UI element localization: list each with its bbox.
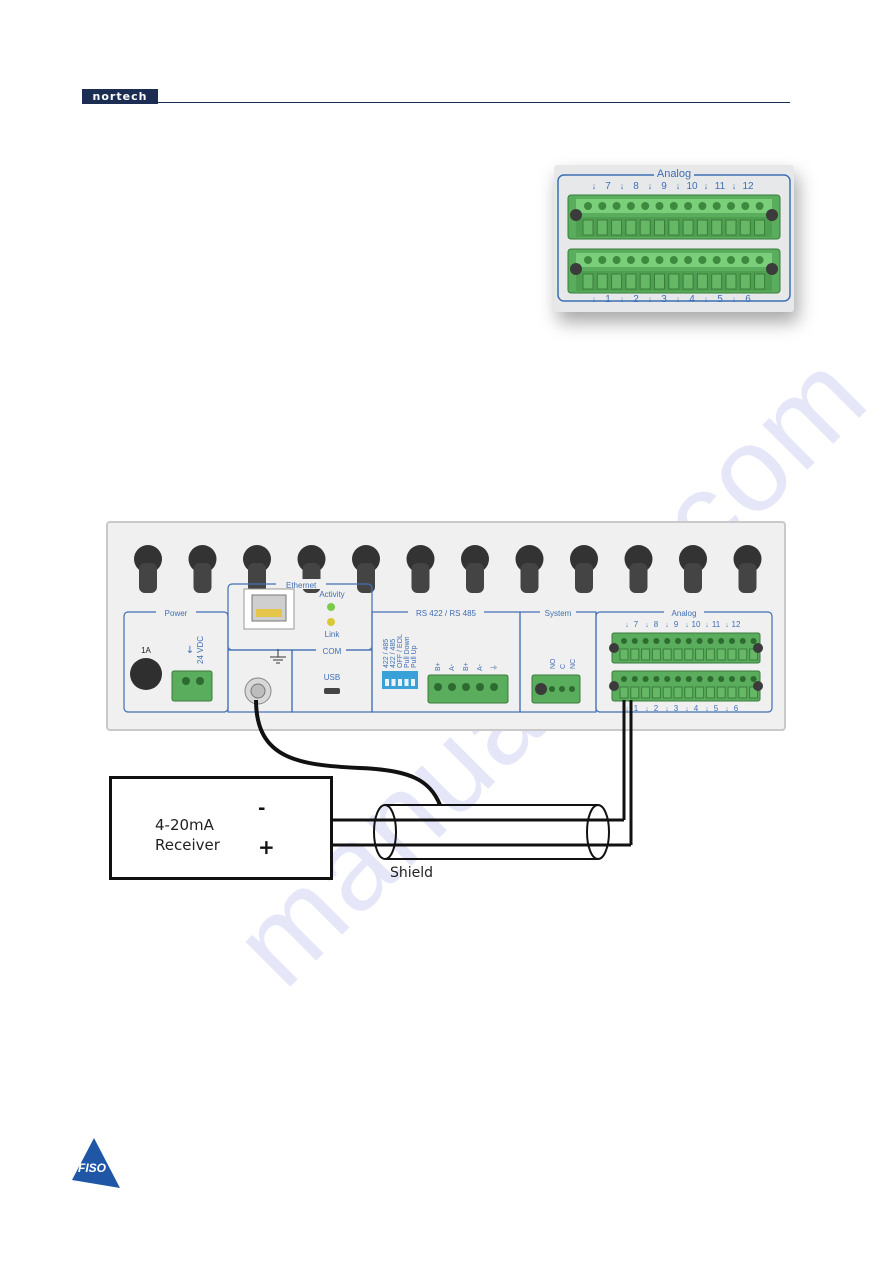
down-arrow-icon: ↓ xyxy=(625,706,629,713)
analog-section-label: Analog xyxy=(672,609,697,618)
panel-analog-bottom-channel: 6 xyxy=(734,704,739,713)
down-arrow-icon: ↓ xyxy=(665,622,669,629)
rs-terminal-label: A- xyxy=(477,663,484,671)
analog-photo-bottom-channel: 6 xyxy=(745,294,751,305)
fiso-logo: FISO xyxy=(72,1138,120,1188)
analog-photo-top-channel: 8 xyxy=(633,181,639,192)
down-arrow-icon: ↓ xyxy=(648,294,653,304)
panel-analog-top-channel: 11 xyxy=(712,620,721,629)
usb-label: USB xyxy=(324,673,340,682)
down-arrow-icon: ↓ xyxy=(645,622,649,629)
panel-analog-bottom-channel: 4 xyxy=(694,704,699,713)
analog-connector-photo: Analog ↓ 7 ↓ 8 ↓ 9 ↓ 10 ↓ 11 ↓ 12 ↓ 1 ↓ 2 ↓ 3 ↓ 4 ↓ 5 ↓ 6 xyxy=(554,165,794,312)
panel-analog-top-channel: 10 xyxy=(692,620,701,629)
down-arrow-icon: ↓ xyxy=(685,622,689,629)
panel-analog-top-channel: 7 xyxy=(634,620,639,629)
down-arrow-icon: ↓ xyxy=(665,706,669,713)
rs-terminal-label: ⏚ xyxy=(490,664,498,671)
down-arrow-icon: ↓ xyxy=(592,294,597,304)
activity-label: Activity xyxy=(319,590,344,599)
ground-icon xyxy=(270,649,286,664)
analog-photo-bottom-channel: 2 xyxy=(633,294,639,305)
dip-label: Pull Up xyxy=(411,645,418,668)
svg-text:FISO: FISO xyxy=(78,1161,107,1175)
nortech-logo: nortech xyxy=(82,89,158,104)
down-arrow-icon: ↓ xyxy=(704,294,709,304)
analog-photo-top-channel: 10 xyxy=(686,181,698,192)
header-rule xyxy=(158,102,790,103)
dip-label: Pull Down xyxy=(404,636,411,668)
panel-graphic: Power Ethernet COM RS 422 / RS 485 Syste… xyxy=(123,545,773,713)
down-arrow-icon: ↓ xyxy=(732,294,737,304)
shield-label: Shield xyxy=(390,865,434,881)
rs-terminal-label: B+ xyxy=(463,662,470,671)
rs-terminal-label: A- xyxy=(449,663,456,671)
power-input-label: 24 VDC xyxy=(196,636,205,664)
panel-analog-bottom-channel: 3 xyxy=(674,704,679,713)
link-label: Link xyxy=(325,630,341,639)
panel-analog-top-channel: 12 xyxy=(732,620,741,629)
activity-led-icon xyxy=(327,603,335,611)
fuse-label: 1A xyxy=(141,646,151,655)
analog-connector-graphic: Analog ↓ 7 ↓ 8 ↓ 9 ↓ 10 ↓ 11 ↓ 12 ↓ 1 ↓ 2 ↓ 3 ↓ 4 ↓ 5 ↓ 6 xyxy=(557,168,791,305)
down-arrow-icon: ↓ xyxy=(725,622,729,629)
down-arrow-icon: ↓ xyxy=(592,181,597,191)
fuse-icon xyxy=(130,658,162,690)
down-arrow-icon: ↓ xyxy=(620,181,625,191)
dip-label: 422 / 485 xyxy=(390,639,397,668)
receiver-line2: Receiver xyxy=(155,836,220,854)
down-arrow-icon: ↓ xyxy=(625,622,629,629)
receiver-box xyxy=(109,776,333,880)
relay-terminal-label: NC xyxy=(570,659,577,669)
down-arrow-icon: ↓ xyxy=(645,706,649,713)
analog-photo-bottom-channel: 4 xyxy=(689,294,695,305)
down-arrow-icon: ↓ xyxy=(705,706,709,713)
power-section-label: Power xyxy=(165,609,188,618)
panel-analog-top-channel: 8 xyxy=(654,620,659,629)
device-back-panel: Power Ethernet COM RS 422 / RS 485 Syste… xyxy=(106,521,786,731)
down-arrow-icon: ↓ xyxy=(685,706,689,713)
down-arrow-icon: ↓ xyxy=(186,645,194,656)
analog-photo-top-channel: 9 xyxy=(661,181,667,192)
dip-label: 422 / 485 xyxy=(383,639,390,668)
rs-terminal-label: B+ xyxy=(435,662,442,671)
panel-analog-bottom-channel: 1 xyxy=(634,704,639,713)
plus-sign: + xyxy=(258,835,275,859)
relay-terminal-label: NO xyxy=(550,658,557,669)
ethernet-section-label: Ethernet xyxy=(286,581,317,590)
rs-section-label: RS 422 / RS 485 xyxy=(416,609,477,618)
panel-analog-bottom-channel: 2 xyxy=(654,704,659,713)
com-section-label: COM xyxy=(323,647,342,656)
system-section-label: System xyxy=(545,609,572,618)
down-arrow-icon: ↓ xyxy=(705,622,709,629)
down-arrow-icon: ↓ xyxy=(620,294,625,304)
down-arrow-icon: ↓ xyxy=(676,294,681,304)
analog-photo-bottom-channel: 5 xyxy=(717,294,723,305)
analog-photo-title: Analog xyxy=(657,168,691,180)
panel-analog-bottom-channel: 5 xyxy=(714,704,719,713)
down-arrow-icon: ↓ xyxy=(704,181,709,191)
relay-terminal-label: C xyxy=(560,664,567,669)
receiver-label: 4-20mA Receiver xyxy=(155,815,220,855)
usb-port[interactable] xyxy=(324,688,340,694)
down-arrow-icon: ↓ xyxy=(648,181,653,191)
ground-wire xyxy=(254,699,442,806)
analog-photo-top-channel: 7 xyxy=(605,181,611,192)
dip-label: OFF / EOL xyxy=(397,634,404,668)
down-arrow-icon: ↓ xyxy=(676,181,681,191)
down-arrow-icon: ↓ xyxy=(725,706,729,713)
minus-sign: - xyxy=(258,798,266,819)
analog-photo-bottom-channel: 3 xyxy=(661,294,667,305)
receiver-line1: 4-20mA xyxy=(155,816,214,834)
analog-photo-top-channel: 12 xyxy=(742,181,754,192)
panel-analog-top-channel: 9 xyxy=(674,620,679,629)
relay-terminal xyxy=(531,674,581,704)
analog-photo-bottom-channel: 1 xyxy=(605,294,611,305)
link-led-icon xyxy=(327,618,335,626)
analog-photo-top-channel: 11 xyxy=(715,181,726,192)
shield-cylinder xyxy=(373,804,610,860)
down-arrow-icon: ↓ xyxy=(732,181,737,191)
